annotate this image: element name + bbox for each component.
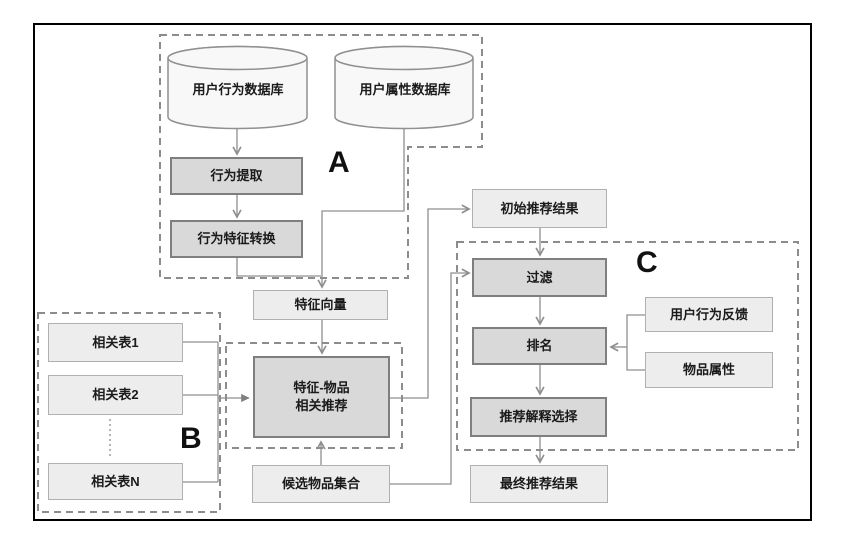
node-feature-item-rec-label-line2: 相关推荐: [295, 398, 348, 413]
node-related-table-2: 相关表2: [48, 375, 183, 415]
diagram-frame: [33, 23, 812, 521]
node-ranking-label: 排名: [526, 338, 553, 353]
node-related-table-2-label: 相关表2: [92, 387, 139, 402]
node-final-rec-result-label: 最终推荐结果: [499, 476, 578, 491]
node-related-table-n: 相关表N: [48, 463, 183, 500]
node-initial-rec-result: 初始推荐结果: [472, 189, 607, 228]
user-behavior-db-cylinder-rim: [167, 45, 308, 71]
node-related-table-n-label: 相关表N: [91, 473, 140, 489]
node-related-table-1: 相关表1: [48, 323, 183, 362]
region-b-outline: [37, 312, 221, 513]
node-item-attributes: 物品属性: [645, 352, 773, 388]
node-behavior-extraction: 行为提取: [170, 157, 303, 195]
node-final-rec-result: 最终推荐结果: [470, 465, 608, 503]
node-candidate-item-set: 候选物品集合: [252, 465, 390, 503]
user-behavior-db-label: 用户行为数据库: [192, 81, 284, 97]
region-a-outline: [159, 34, 483, 279]
node-item-attributes-label: 物品属性: [682, 362, 735, 377]
user-attribute-db-label: 用户属性数据库: [359, 81, 451, 97]
node-rec-explanation-selection: 推荐解释选择: [470, 397, 607, 437]
node-filter-label: 过滤: [526, 269, 553, 285]
node-behavior-extraction-label: 行为提取: [210, 168, 263, 183]
user-attribute-db-cylinder-rim: [334, 45, 474, 71]
section-a-label: A: [328, 146, 350, 179]
node-behavior-feature-transform: 行为特征转换: [170, 220, 303, 258]
node-related-table-1-label: 相关表1: [92, 334, 139, 350]
edge-transform-to-junction: [236, 258, 321, 277]
node-behavior-feature-transform-label: 行为特征转换: [197, 231, 276, 246]
node-user-behavior-feedback: 用户行为反馈: [645, 297, 773, 332]
edge-candidate-set-to-filter: [390, 268, 471, 485]
node-feature-vector: 特征向量: [253, 290, 388, 320]
edge-attribute-db-to-feature-vector: [317, 129, 405, 289]
node-feature-item-rec: 特征-物品 相关推荐: [253, 356, 390, 438]
edge-feature-item-rec-to-initial-result: [390, 204, 471, 399]
node-initial-rec-result-label: 初始推荐结果: [500, 200, 579, 216]
node-candidate-item-set-label: 候选物品集合: [281, 476, 360, 491]
node-filter: 过滤: [472, 258, 607, 297]
region-c-outline: [456, 241, 799, 451]
region-feature-item-outline: [225, 342, 403, 449]
node-feature-vector-label: 特征向量: [294, 297, 347, 312]
section-c-label: C: [636, 246, 658, 279]
edge-feedback-bus: [626, 314, 645, 371]
section-b-label: B: [180, 422, 202, 455]
node-ranking: 排名: [472, 327, 607, 365]
node-feature-item-rec-label-line1: 特征-物品: [293, 380, 350, 395]
node-user-behavior-feedback-label: 用户行为反馈: [669, 306, 748, 322]
edge-related-tables-bus: [183, 341, 219, 483]
node-rec-explanation-selection-label: 推荐解释选择: [499, 409, 578, 424]
